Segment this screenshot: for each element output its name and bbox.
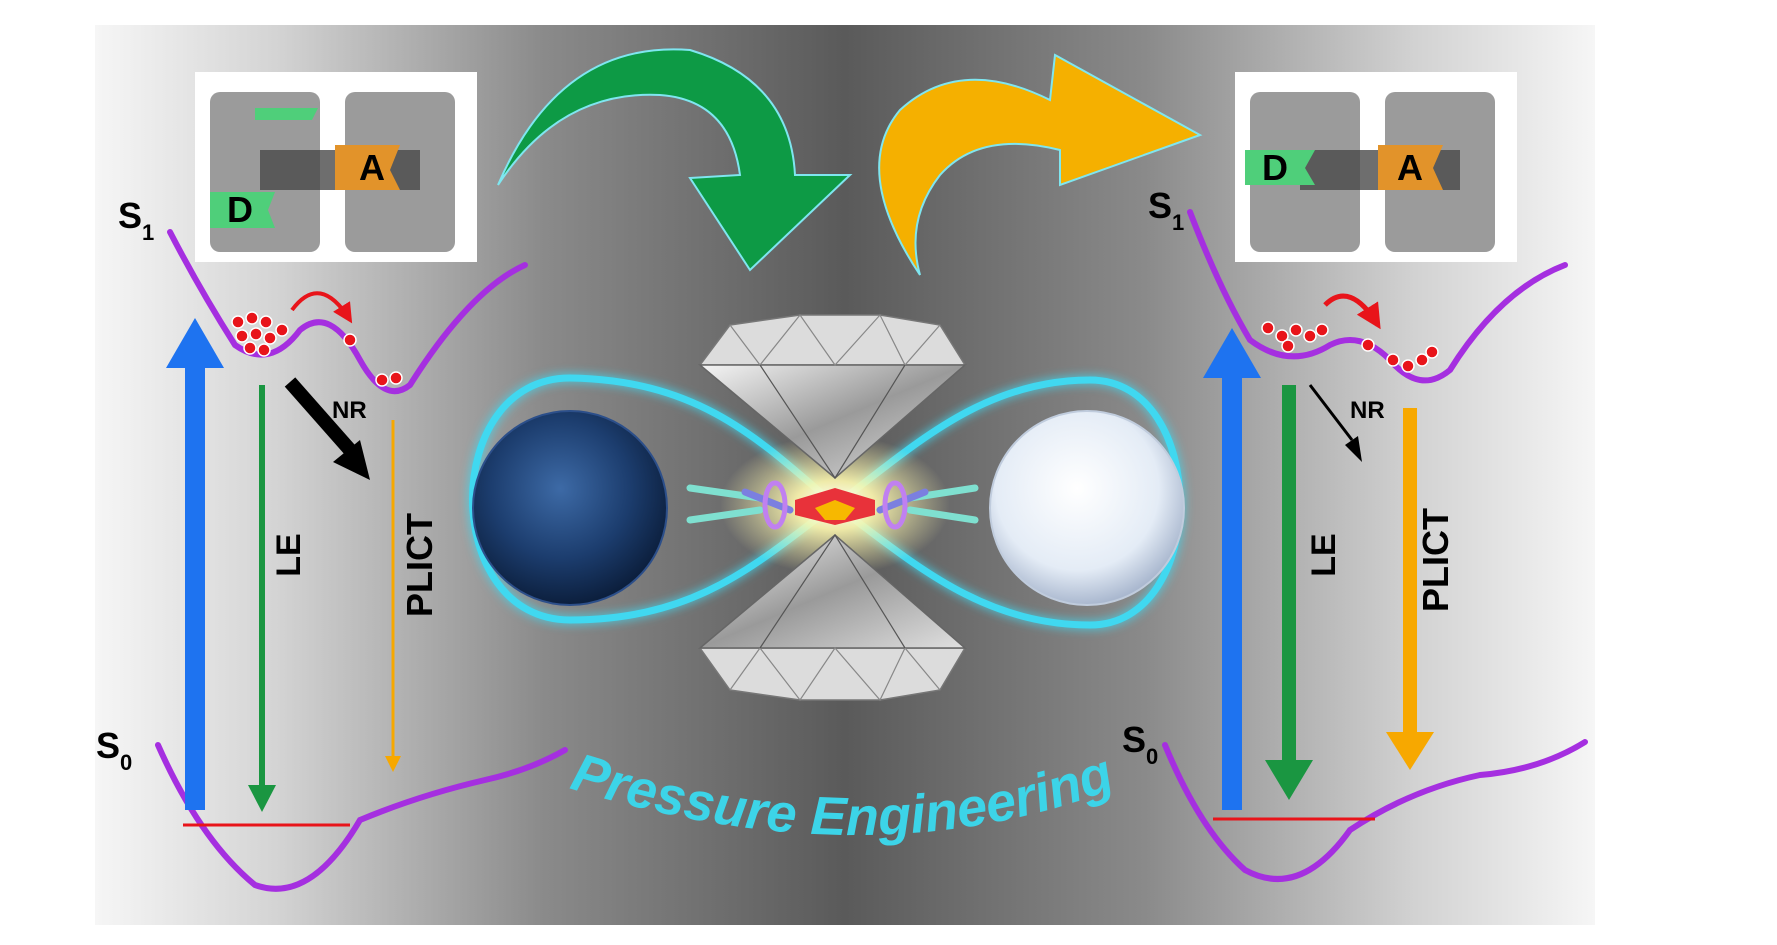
green-curved-arrow (497, 48, 853, 272)
right-le-arrow (1265, 385, 1313, 800)
left-plict-arrow (385, 420, 401, 772)
left-s0-potential-curve (155, 742, 568, 892)
orange-curved-arrow (878, 53, 1203, 276)
right-le-label: LE (1305, 533, 1343, 576)
right-acceptor-label: A (1397, 147, 1423, 188)
left-energy-diagram: A D S1 S0 LE NR (96, 72, 568, 892)
right-nr-arrow (1308, 384, 1362, 462)
left-electron-cluster (231, 311, 403, 387)
left-s0-label: S0 (96, 725, 132, 775)
right-plict-label: PLICT (1415, 508, 1456, 612)
left-s1-label: S1 (118, 195, 154, 245)
left-donor-label: D (227, 189, 253, 230)
right-inset-host-guest: D A (1235, 72, 1517, 262)
right-s1-label: S1 (1148, 185, 1184, 235)
right-excitation-arrow (1203, 328, 1261, 810)
center-molecule (686, 480, 979, 530)
right-s0-potential-curve (1162, 739, 1588, 882)
right-energy-diagram: D A S1 S0 LE NR PLICT (1122, 72, 1588, 882)
left-s1-potential-curve (167, 229, 528, 395)
right-plict-arrow (1386, 408, 1434, 770)
diamond-anvil-bottom (697, 533, 968, 702)
white-emission-sphere (989, 410, 1185, 606)
left-transfer-arrow (290, 291, 353, 324)
right-nr-label: NR (1350, 397, 1385, 424)
diamond-anvil-top (697, 313, 968, 480)
right-s1-potential-curve (1187, 209, 1568, 384)
left-nr-label: NR (332, 397, 367, 424)
left-nr-arrow (284, 377, 370, 480)
left-acceptor-label: A (359, 147, 385, 188)
right-electron-cluster (1261, 321, 1439, 373)
right-donor-label: D (1262, 147, 1288, 188)
left-plict-label: PLICT (399, 513, 440, 617)
left-le-label: LE (270, 533, 308, 576)
left-le-arrow (248, 385, 276, 812)
left-inset-host-guest: A D (195, 72, 477, 262)
right-s0-label: S0 (1122, 719, 1158, 769)
left-excitation-arrow (166, 318, 224, 810)
dark-blue-emission-sphere (472, 410, 668, 606)
right-transfer-arrow (1323, 293, 1381, 330)
